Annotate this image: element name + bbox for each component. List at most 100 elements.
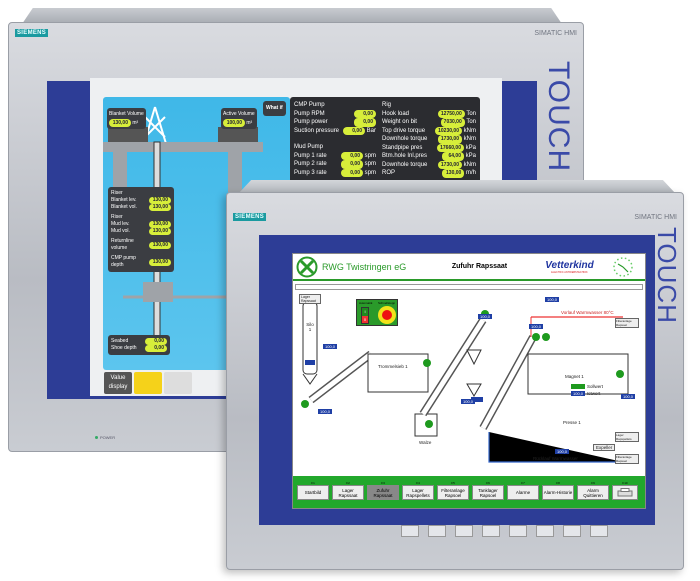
value-display-button[interactable]: Value display — [104, 372, 132, 394]
filteranlage-link-bottom[interactable]: Filteranlage Rapsoel — [615, 454, 639, 464]
presse-label: Presse 1 — [563, 420, 581, 425]
label: Pump RPM — [294, 110, 325, 117]
fkey-label: F9 — [591, 481, 595, 485]
vorlauf-label: Vorlauf Warmwasser 80°C — [561, 310, 614, 315]
nav-lager-rapspellets[interactable]: Lager Rapspellets — [402, 485, 434, 500]
value: 17660,00 — [437, 143, 464, 152]
hardware-key[interactable] — [563, 525, 581, 537]
value: 0,00 — [354, 109, 376, 118]
label: Active Volume — [223, 111, 255, 117]
unit: kNm — [463, 127, 476, 134]
value: 130,00 — [149, 204, 171, 211]
heading: Rig — [382, 102, 392, 108]
label: Standpipe pres — [382, 144, 423, 151]
fkey-label: F5 — [451, 481, 455, 485]
hardware-key[interactable] — [428, 525, 446, 537]
emergency-stop-button[interactable] — [378, 306, 396, 324]
label: Downhole torque — [382, 161, 428, 168]
siemens-logo: SIEMENS — [233, 213, 267, 221]
power-label: POWER — [100, 435, 116, 440]
blank-button[interactable] — [164, 372, 192, 394]
trommelsieb-label: Trommelsieb 1 — [378, 364, 408, 369]
value: 0,00 — [340, 151, 363, 160]
company-name: RWG Twistringen eG — [322, 261, 407, 272]
back-panel-top-edge — [22, 8, 562, 24]
lager-rapspellets-link[interactable]: Lager Rapspellets — [615, 432, 639, 442]
unit: spm — [364, 161, 376, 167]
heading: Riser — [111, 190, 123, 196]
value: 0,00 — [145, 345, 167, 352]
sollwert-field[interactable] — [571, 384, 585, 389]
label: Seabed — [111, 338, 129, 344]
unit: kNm — [463, 161, 476, 168]
fkey-label: F1 — [311, 481, 315, 485]
hardware-key[interactable] — [590, 525, 608, 537]
front-screen: RWG Twistringen eG Zufuhr Rapssaat Vette… — [292, 253, 646, 509]
expeller-button[interactable]: Expeller — [593, 444, 616, 451]
model-label: SIMATIC HMI — [534, 30, 577, 37]
label: CMP pump depth — [111, 255, 136, 268]
label: ROP — [382, 170, 396, 176]
nav-alarme[interactable]: Alarme — [507, 485, 539, 500]
hardware-key[interactable] — [509, 525, 527, 537]
logo-subtext: ELECTRIC ANTRIEBSTECHNIK — [551, 270, 588, 274]
nav-alarm-historie[interactable]: Alarm-Historie — [542, 485, 574, 500]
label: Pump 2 rate — [294, 161, 327, 167]
value: 0,00 — [354, 118, 376, 127]
siemens-logo: SIEMENS — [15, 29, 49, 37]
touch-label: TOUCH — [542, 61, 575, 173]
unit: m³ — [246, 119, 253, 126]
value-tag: 100,0 — [621, 394, 636, 399]
filteranlage-link-top[interactable]: Filteranlage Rapsoel — [615, 318, 639, 328]
fkey-label: F2 — [346, 481, 350, 485]
hardware-key[interactable] — [536, 525, 554, 537]
label: Hook load — [382, 110, 410, 117]
value: 130,00 — [149, 197, 171, 204]
fkey-label: F4 — [416, 481, 420, 485]
fkey-label: F10 — [622, 481, 628, 485]
label: Blanket Volume — [109, 111, 144, 117]
unit: kPa — [465, 153, 476, 159]
istwert-value: 100,0 — [571, 391, 586, 396]
label: Mud vol. — [111, 228, 130, 234]
label: Btm.hole Inl.pres — [382, 153, 428, 159]
nav-lager-rapssaat[interactable]: Lager Rapssaat — [332, 485, 364, 500]
label: Shoe depth — [111, 345, 137, 351]
value: 130,00 — [149, 221, 171, 228]
nav-filteranlage-rapsoel[interactable]: Filteranlage Rapsoel — [437, 485, 469, 500]
rwg-logo-icon — [296, 256, 318, 277]
value: 130,00 — [149, 228, 171, 235]
value: 130,00 — [442, 169, 465, 178]
hardware-key[interactable] — [401, 525, 419, 537]
hardware-key[interactable] — [482, 525, 500, 537]
nav-zufuhr-rapssaat[interactable]: Zufuhr Rapssaat — [367, 485, 399, 500]
fkey-label: F7 — [521, 481, 525, 485]
hardware-keys — [401, 525, 608, 537]
value: 1730,00 — [437, 135, 462, 144]
lager-rapssaat-link[interactable]: Lager Rapssaat — [299, 294, 321, 304]
nav-startbild[interactable]: Startbild — [297, 485, 329, 500]
nav-alarm-quittieren[interactable]: Alarm Quittieren — [577, 485, 609, 500]
nav-tanklager-rapsoel[interactable]: Tanklager Rapsoel — [472, 485, 504, 500]
hardware-key[interactable] — [455, 525, 473, 537]
unit: m³ — [132, 119, 139, 126]
screen-header: RWG Twistringen eG Zufuhr Rapssaat Vette… — [293, 254, 645, 281]
istwert-label: Istwert — [587, 391, 601, 396]
yellow-button[interactable] — [134, 372, 162, 394]
value: 0,00 — [340, 168, 363, 177]
unit: Ton — [466, 110, 476, 117]
print-button[interactable] — [612, 485, 638, 500]
heading: Riser — [111, 214, 123, 220]
process-diagram — [301, 301, 629, 463]
switch-on: I — [362, 308, 368, 316]
unit: m/h — [465, 170, 476, 176]
what-if-button[interactable]: What if — [263, 101, 286, 116]
